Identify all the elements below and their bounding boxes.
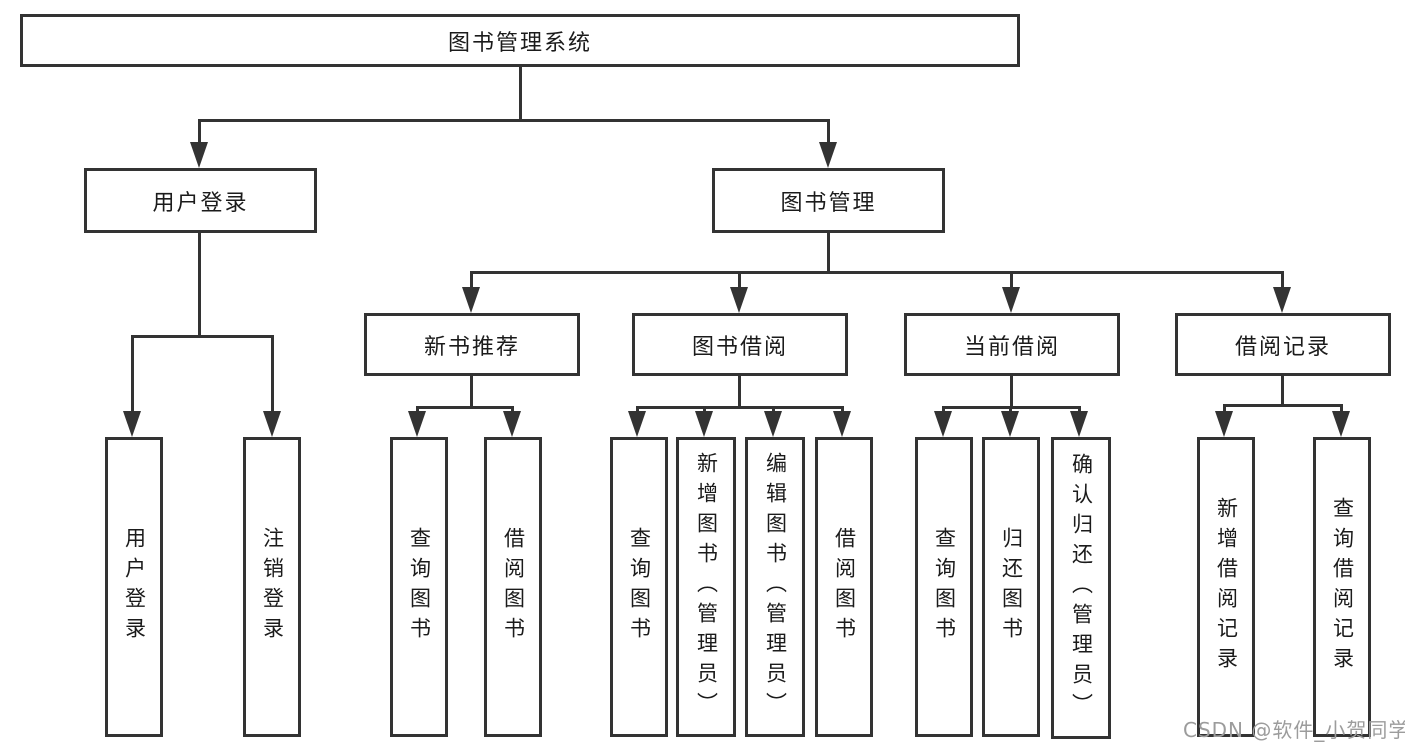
leaf-label: 借阅图书 xyxy=(501,527,526,647)
connector-vline xyxy=(827,119,830,147)
leaf-label: 归还图书 xyxy=(999,527,1024,647)
arrow-down xyxy=(190,142,208,168)
arrow-down xyxy=(1001,411,1019,437)
leaf-add-borrow-record: 新增借阅记录 xyxy=(1197,437,1255,737)
connector-hline xyxy=(131,335,274,338)
leaf-label: 新增借阅记录 xyxy=(1214,497,1239,677)
connector-vline xyxy=(636,406,639,415)
leaf-query-books: 查询图书 xyxy=(915,437,973,737)
connector-hline xyxy=(942,406,1081,409)
arrow-down xyxy=(764,411,782,437)
arrow-down xyxy=(1070,411,1088,437)
connector-hline xyxy=(1223,404,1343,407)
arrow-down xyxy=(263,411,281,437)
leaf-label: 注销登录 xyxy=(260,527,285,647)
connector-vline xyxy=(1281,271,1284,291)
connector-vline xyxy=(942,406,945,415)
leaf-return-books: 归还图书 xyxy=(982,437,1040,737)
leaf-label: 新增图书（管理员） xyxy=(694,452,719,722)
connector-vline xyxy=(511,406,514,415)
arrow-down xyxy=(503,411,521,437)
node-current-borrowing: 当前借阅 xyxy=(904,313,1120,376)
node-library-management-system: 图书管理系统 xyxy=(20,14,1020,67)
node-book-borrowing: 图书借阅 xyxy=(632,313,848,376)
arrow-down xyxy=(628,411,646,437)
connector-vline xyxy=(772,406,775,415)
connector-vline xyxy=(703,406,706,415)
arrow-down xyxy=(819,142,837,168)
connector-vline xyxy=(198,119,201,147)
leaf-query-books: 查询图书 xyxy=(610,437,668,737)
leaf-query-borrow-record: 查询借阅记录 xyxy=(1313,437,1371,737)
csdn-watermark: CSDN @软件_小贺同学 xyxy=(1183,718,1405,742)
leaf-borrow-books: 借阅图书 xyxy=(815,437,873,737)
leaf-label: 编辑图书（管理员） xyxy=(763,452,788,722)
connector-vline xyxy=(1010,271,1013,291)
leaf-logout: 注销登录 xyxy=(243,437,301,737)
connector-vline xyxy=(841,406,844,415)
arrow-down xyxy=(408,411,426,437)
node-new-book-recommend: 新书推荐 xyxy=(364,313,580,376)
connector-vline xyxy=(271,335,274,413)
arrow-down xyxy=(730,287,748,313)
connector-vline xyxy=(1009,406,1012,415)
leaf-label: 查询图书 xyxy=(627,527,652,647)
leaf-borrow-books: 借阅图书 xyxy=(484,437,542,737)
arrow-down xyxy=(934,411,952,437)
arrow-down xyxy=(1002,287,1020,313)
node-user-login: 用户登录 xyxy=(84,168,317,233)
leaf-query-books: 查询图书 xyxy=(390,437,448,737)
connector-hline xyxy=(198,119,830,122)
connector-vline xyxy=(198,233,201,337)
arrow-down xyxy=(123,411,141,437)
connector-vline xyxy=(131,335,134,413)
leaf-label: 查询图书 xyxy=(932,527,957,647)
leaf-label: 查询借阅记录 xyxy=(1330,497,1355,677)
connector-hline xyxy=(636,406,844,409)
connector-vline xyxy=(738,375,741,408)
leaf-label: 确认归还（管理员） xyxy=(1069,453,1094,723)
connector-vline xyxy=(470,271,473,291)
leaf-label: 用户登录 xyxy=(122,527,147,647)
leaf-user-login: 用户登录 xyxy=(105,437,163,737)
connector-hline xyxy=(470,271,1284,274)
node-book-management: 图书管理 xyxy=(712,168,945,233)
connector-vline xyxy=(416,406,419,415)
arrow-down xyxy=(1273,287,1291,313)
leaf-edit-books-admin: 编辑图书（管理员） xyxy=(745,437,805,737)
connector-vline xyxy=(1010,375,1013,408)
arrow-down xyxy=(1332,411,1350,437)
connector-vline xyxy=(1223,404,1226,415)
connector-hline xyxy=(416,406,514,409)
connector-vline xyxy=(1281,375,1284,406)
arrow-down xyxy=(833,411,851,437)
leaf-add-books-admin: 新增图书（管理员） xyxy=(676,437,736,737)
arrow-down xyxy=(1215,411,1233,437)
leaf-label: 借阅图书 xyxy=(832,527,857,647)
connector-vline xyxy=(1340,404,1343,415)
connector-vline xyxy=(519,67,522,120)
connector-vline xyxy=(738,271,741,291)
connector-vline xyxy=(470,375,473,408)
leaf-confirm-return-admin: 确认归还（管理员） xyxy=(1051,437,1111,739)
arrow-down xyxy=(462,287,480,313)
arrow-down xyxy=(695,411,713,437)
connector-vline xyxy=(1078,406,1081,415)
node-borrowing-records: 借阅记录 xyxy=(1175,313,1391,376)
leaf-label: 查询图书 xyxy=(407,527,432,647)
connector-vline xyxy=(827,233,830,273)
